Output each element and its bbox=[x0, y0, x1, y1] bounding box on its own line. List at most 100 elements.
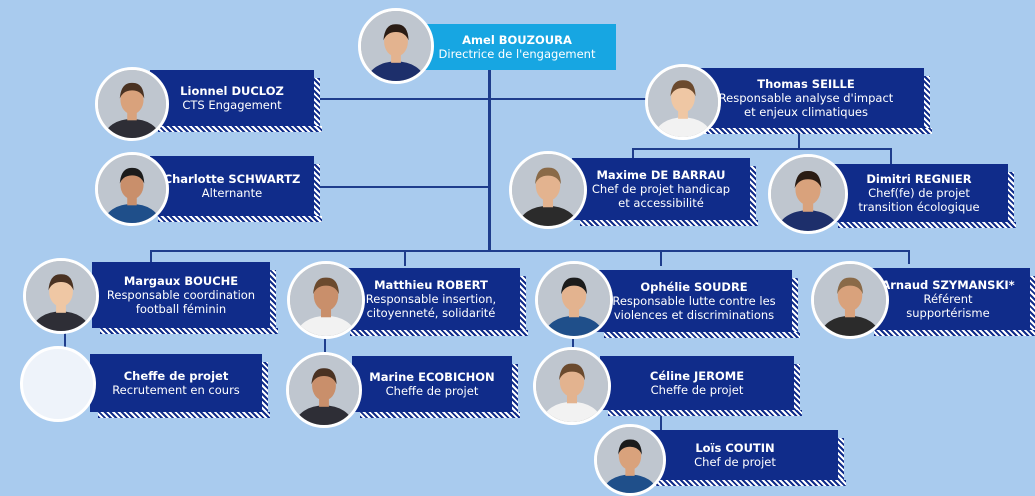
person-role: Référent bbox=[923, 291, 973, 306]
person-role: violences et discriminations bbox=[613, 308, 775, 322]
card-hatch bbox=[158, 216, 322, 222]
person-name: Loïs COUTIN bbox=[695, 440, 775, 455]
person-role: Responsable lutte contre les bbox=[612, 293, 776, 308]
connector-line bbox=[632, 148, 892, 150]
person-photo-icon bbox=[594, 424, 666, 496]
card-hatch bbox=[270, 270, 276, 328]
person-role: Responsable analyse d'impact bbox=[718, 90, 894, 105]
card-hatch bbox=[350, 330, 528, 336]
person-name: Charlotte SCHWARTZ bbox=[163, 171, 301, 186]
connector-line bbox=[632, 148, 634, 164]
empty-photo-icon bbox=[20, 346, 96, 422]
card-hatch bbox=[792, 278, 798, 332]
person-photo-icon bbox=[509, 151, 587, 229]
card-hatch bbox=[696, 128, 932, 134]
person-role: football féminin bbox=[135, 302, 227, 316]
card-hatch bbox=[1030, 276, 1035, 330]
person-photo-icon bbox=[535, 261, 613, 339]
card-hatch bbox=[360, 412, 520, 418]
connector-line bbox=[660, 414, 662, 432]
card-hatch bbox=[98, 412, 270, 418]
card-hatch bbox=[608, 410, 802, 416]
connector-line bbox=[890, 148, 892, 164]
card-hatch bbox=[314, 164, 320, 216]
person-name: Lionnel DUCLOZ bbox=[180, 83, 284, 98]
connector-line bbox=[572, 336, 574, 350]
person-photo-icon bbox=[358, 8, 434, 84]
person-role: CTS Engagement bbox=[182, 98, 282, 112]
person-role: supportérisme bbox=[906, 306, 990, 320]
person-role: Chef(fe) de projet bbox=[868, 185, 970, 200]
connector-line bbox=[404, 250, 406, 266]
card-hatch bbox=[924, 76, 930, 128]
person-name: Dimitri REGNIER bbox=[866, 171, 972, 186]
card-hatch bbox=[512, 364, 518, 412]
person-role: Responsable insertion, bbox=[365, 291, 497, 306]
person-name: Margaux BOUCHE bbox=[123, 273, 239, 288]
connector-line bbox=[908, 250, 910, 264]
person-photo-icon bbox=[287, 261, 365, 339]
person-photo-icon bbox=[95, 67, 169, 141]
person-photo-icon bbox=[286, 352, 362, 428]
person-role: et enjeux climatiques bbox=[744, 105, 868, 119]
card-hatch bbox=[262, 362, 268, 412]
person-name: Thomas SEILLE bbox=[757, 76, 855, 91]
connector-line bbox=[798, 130, 800, 148]
person-role: Cheffe de projet bbox=[650, 383, 744, 397]
person-name: Matthieu ROBERT bbox=[374, 277, 488, 292]
person-name: Amel BOUZOURA bbox=[462, 32, 572, 47]
card-hatch bbox=[580, 220, 758, 226]
card-hatch bbox=[794, 364, 800, 410]
person-role: Responsable coordination bbox=[106, 287, 256, 302]
person-photo-icon bbox=[768, 154, 848, 234]
person-role: citoyenneté, solidarité bbox=[366, 306, 496, 320]
person-photo-icon bbox=[95, 152, 169, 226]
connector-line bbox=[150, 250, 152, 264]
person-name: Ophélie SOUDRE bbox=[640, 279, 748, 294]
card-hatch bbox=[640, 480, 846, 486]
connector-line bbox=[316, 98, 696, 100]
person-role: Recrutement en cours bbox=[112, 383, 240, 397]
person-name: Céline JEROME bbox=[649, 368, 745, 383]
card-hatch bbox=[520, 276, 526, 330]
card-hatch bbox=[314, 78, 320, 126]
card-hatch bbox=[838, 222, 1016, 228]
card-hatch bbox=[838, 438, 844, 480]
person-photo-icon bbox=[23, 258, 99, 334]
connector-line bbox=[150, 250, 910, 252]
person-photo-icon bbox=[533, 347, 611, 425]
person-name: Maxime DE BARRAU bbox=[596, 167, 726, 182]
card-hatch bbox=[1008, 172, 1014, 222]
card-hatch bbox=[158, 126, 322, 132]
card-hatch bbox=[604, 332, 800, 338]
person-role: Chef de projet handicap bbox=[591, 181, 731, 196]
connector-line bbox=[316, 186, 488, 188]
person-name: Arnaud SZYMANSKI* bbox=[881, 277, 1015, 292]
person-role: Directrice de l'engagement bbox=[438, 47, 596, 61]
connector-line bbox=[64, 330, 66, 350]
person-role: Cheffe de projet bbox=[385, 384, 479, 398]
person-role: et accessibilité bbox=[618, 196, 704, 210]
person-photo-icon bbox=[645, 64, 721, 140]
card-hatch bbox=[750, 166, 756, 220]
person-role: Alternante bbox=[201, 186, 263, 200]
person-role: transition écologique bbox=[858, 200, 980, 214]
person-name: Marine ECOBICHON bbox=[369, 369, 495, 384]
person-photo-icon bbox=[811, 261, 889, 339]
connector-line bbox=[324, 330, 326, 352]
card-hatch bbox=[100, 328, 278, 334]
card-hatch bbox=[874, 330, 1035, 336]
person-name: Cheffe de projet bbox=[123, 368, 229, 383]
